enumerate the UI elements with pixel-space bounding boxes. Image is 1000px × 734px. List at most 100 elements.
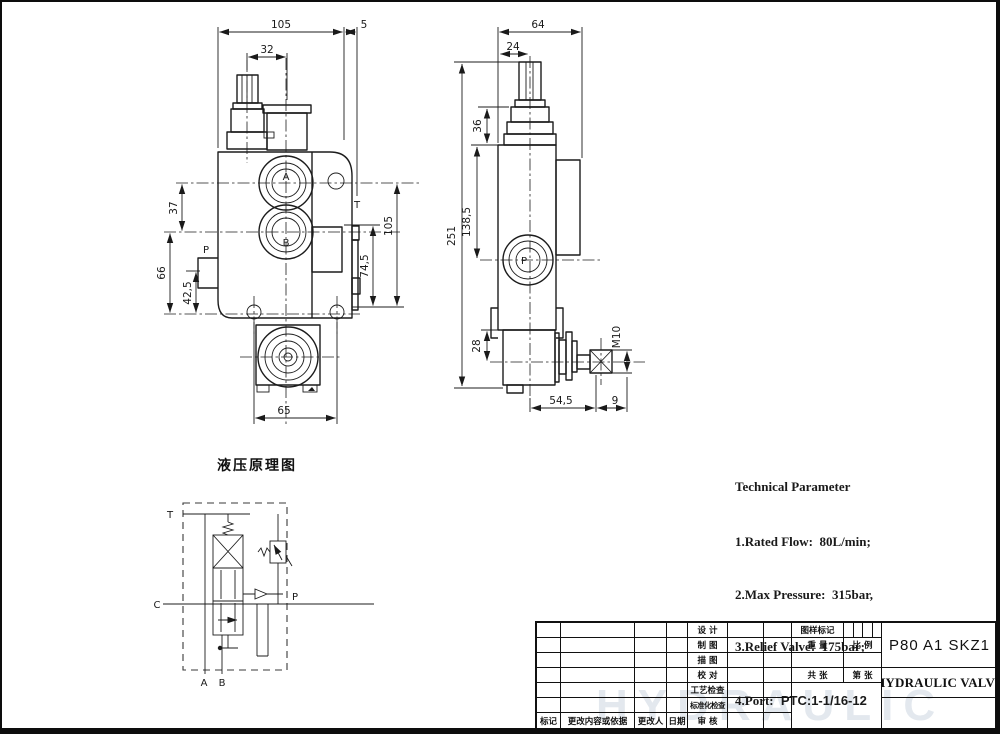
drawing-mark-header: 图样标记 xyxy=(792,623,844,638)
role-standard-check: 标准化检查 xyxy=(688,698,728,713)
empty-cell xyxy=(537,683,561,698)
empty-cell xyxy=(728,653,764,668)
empty-cell xyxy=(764,653,792,668)
empty-cell xyxy=(635,683,667,698)
changed-by-header: 更改人 xyxy=(635,713,667,728)
empty-cell xyxy=(863,623,873,638)
dim-side-thread: M10 xyxy=(611,326,623,348)
technical-line-2: 2.Max Pressure: 315bar, xyxy=(735,586,874,602)
port-b-label: B xyxy=(283,238,290,249)
empty-cell xyxy=(792,683,882,728)
model-number: P80 A1 SKZ1 xyxy=(882,623,997,668)
total-sheets-header: 共 张 xyxy=(792,668,844,683)
port-a-label: A xyxy=(283,172,290,183)
port-p-label-front: P xyxy=(203,245,209,256)
schematic-label-t: T xyxy=(166,510,174,521)
valve-body-front xyxy=(197,151,361,320)
empty-cell xyxy=(844,653,882,668)
dim-front-66: 66 xyxy=(156,266,168,280)
empty-cell xyxy=(728,698,764,713)
empty-cell xyxy=(561,653,635,668)
empty-cell xyxy=(635,653,667,668)
role-process-check: 工艺检查 xyxy=(688,683,728,698)
title-block: 标记 更改内容或依据 更改人 日期 设 计 制 图 描 图 校 对 工艺检查 标… xyxy=(535,621,997,730)
front-view: A B P T xyxy=(156,19,420,425)
relief-valve-symbol xyxy=(257,514,293,604)
role-design: 设 计 xyxy=(688,623,728,638)
dim-front-width: 105 xyxy=(271,19,291,31)
product-name: HYDRAULIC VALVE xyxy=(882,668,997,698)
check-valve-symbol xyxy=(243,588,283,600)
empty-cell xyxy=(537,698,561,713)
role-tracing: 描 图 xyxy=(688,653,728,668)
valve-cap xyxy=(262,104,312,151)
dim-front-offset: 5 xyxy=(361,19,368,31)
empty-cell xyxy=(764,713,792,728)
change-content-header: 更改内容或依据 xyxy=(561,713,635,728)
mark-header: 标记 xyxy=(537,713,561,728)
empty-cell xyxy=(728,713,764,728)
schematic-label-b: B xyxy=(219,678,226,689)
empty-cell xyxy=(728,668,764,683)
empty-cell xyxy=(635,698,667,713)
weight-header: 重 量 xyxy=(792,638,844,653)
empty-cell xyxy=(853,623,863,638)
dim-side-9: 9 xyxy=(612,395,619,407)
dim-side-24: 24 xyxy=(506,41,520,53)
scale-header: 比 例 xyxy=(844,638,882,653)
role-drafting: 制 图 xyxy=(688,638,728,653)
front-view-dimensions: 105 5 32 37 66 42,5 74,5 105 xyxy=(156,19,404,424)
empty-cell xyxy=(635,623,667,638)
spool-valve-symbol xyxy=(212,514,244,651)
empty-cell xyxy=(764,638,792,653)
empty-cell xyxy=(561,638,635,653)
side-view: P 64 24 36 xyxy=(446,19,645,412)
side-body: P xyxy=(490,144,581,394)
schematic-label-a: A xyxy=(201,678,208,689)
empty-cell xyxy=(537,638,561,653)
port-a-circles: A xyxy=(258,155,314,211)
schematic-label-c: C xyxy=(154,600,161,611)
technical-line-1: 1.Rated Flow: 80L/min; xyxy=(735,534,871,549)
dim-side-138-5: 138,5 xyxy=(461,207,473,237)
empty-cell xyxy=(764,698,792,713)
empty-cell xyxy=(792,653,844,668)
role-proofread: 校 对 xyxy=(688,668,728,683)
role-review: 审 核 xyxy=(688,713,728,728)
empty-cell xyxy=(882,698,997,728)
port-b-circles: B xyxy=(258,204,314,260)
sheet-no-header: 第 张 xyxy=(844,668,882,683)
empty-cell xyxy=(537,653,561,668)
empty-cell xyxy=(667,638,688,653)
technical-parameter-block: Technical Parameter 1.Rated Flow: 80L/mi… xyxy=(735,441,991,734)
dim-front-74-5: 74,5 xyxy=(359,254,371,277)
technical-line-3: 3.Relief Valve: 175bar; xyxy=(735,639,865,655)
dim-side-54-5: 54,5 xyxy=(549,395,572,407)
empty-cell xyxy=(561,623,635,638)
dim-side-width: 64 xyxy=(531,19,545,31)
empty-cell xyxy=(667,653,688,668)
empty-cell xyxy=(537,668,561,683)
empty-cell xyxy=(872,623,882,638)
empty-cell xyxy=(728,683,764,698)
empty-cell xyxy=(667,668,688,683)
bottom-port xyxy=(255,324,321,393)
hydraulic-schematic: 液压原理图 xyxy=(154,457,374,689)
empty-cell xyxy=(667,698,688,713)
empty-cell xyxy=(561,668,635,683)
empty-cell xyxy=(764,683,792,698)
empty-cell xyxy=(764,668,792,683)
empty-cell xyxy=(537,623,561,638)
empty-cell xyxy=(764,623,792,638)
empty-cell xyxy=(635,668,667,683)
empty-cell xyxy=(667,683,688,698)
empty-cell xyxy=(667,623,688,638)
technical-line-4-value: PTC:1-1/16-12 xyxy=(780,692,867,708)
schematic-title: 液压原理图 xyxy=(217,457,297,474)
schematic-label-p: P xyxy=(292,592,298,603)
date-header: 日期 xyxy=(667,713,688,728)
dim-front-37: 37 xyxy=(168,201,180,214)
dim-front-knob: 32 xyxy=(260,44,273,56)
